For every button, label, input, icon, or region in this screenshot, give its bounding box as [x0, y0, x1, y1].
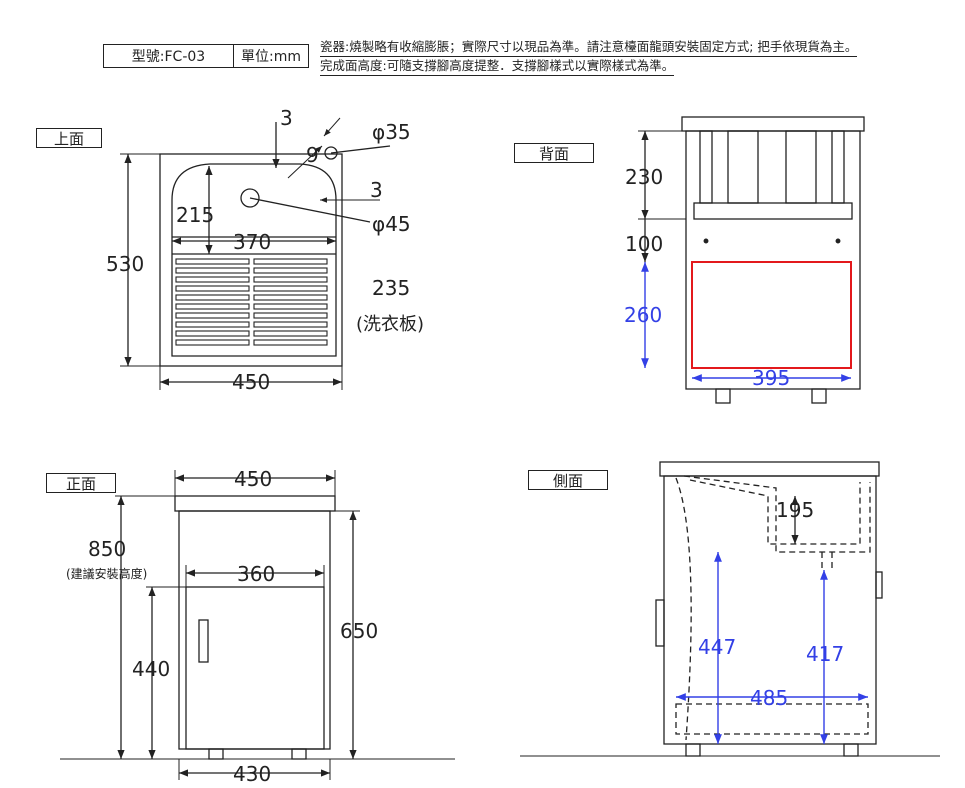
side-view — [520, 461, 940, 757]
unit-label: 單位:mm — [241, 49, 301, 65]
back-top-lip — [681, 116, 865, 132]
dim-530-label: 530 — [106, 252, 144, 276]
back-dim-labels: 230 100 260 395 — [624, 165, 790, 390]
dim-230-label: 230 — [625, 165, 663, 189]
dim-9-label: 9 — [306, 143, 319, 167]
dim-195-label: 195 — [776, 498, 814, 522]
top-dim-labels: 530 450 370 215 235 (洗衣板) 3 9 φ35 3 φ45 — [106, 106, 424, 394]
view-label-front: 正面 — [46, 473, 116, 493]
view-label-back-text: 背面 — [538, 144, 569, 163]
side-dim-labels: 195 447 417 485 — [698, 498, 844, 710]
dim-35-leader — [330, 145, 391, 154]
dim-450-label: 450 — [232, 370, 270, 394]
dim-430-label: 430 — [233, 762, 271, 786]
dim-35-label: φ35 — [372, 120, 411, 144]
view-label-side-text: 側面 — [552, 471, 583, 490]
unit-box: 單位:mm — [233, 44, 309, 68]
back-view — [638, 116, 865, 404]
top-outer-outline — [159, 153, 343, 367]
view-label-side: 側面 — [528, 470, 608, 490]
front-view — [60, 470, 455, 780]
dim-45-leader — [249, 197, 371, 223]
note-line-2: 完成面高度:可隨支撐腳高度提整．支撐腳樣式以實際樣式為準。 — [320, 57, 675, 76]
dim-850-label: 850 — [88, 537, 126, 561]
dim-650-label: 650 — [340, 619, 378, 643]
washboard-slats — [175, 258, 328, 346]
dim-3a-label: 3 — [280, 106, 293, 130]
faucet-hole — [324, 146, 338, 160]
back-blue-dims — [641, 262, 851, 382]
side-top-lip — [659, 461, 880, 477]
front-cabinet-outline — [178, 510, 331, 750]
dim-450f-label: 450 — [234, 467, 272, 491]
front-top-lip — [174, 495, 336, 512]
back-opening-highlight — [691, 261, 852, 369]
front-door — [185, 586, 325, 750]
view-label-back: 背面 — [514, 143, 594, 163]
side-hidden-lines — [675, 475, 871, 741]
top-basin-outline — [171, 163, 337, 357]
dim-215-label: 215 — [176, 203, 214, 227]
dim-370-label: 370 — [233, 230, 271, 254]
drain-hole — [240, 188, 260, 208]
dim-395-label: 395 — [752, 366, 790, 390]
front-dim-labels: 450 850 (建議安裝高度) 360 440 650 430 — [66, 467, 378, 786]
dim-3b-label: 3 — [370, 178, 383, 202]
dim-260-label: 260 — [624, 303, 662, 327]
dim-235-label: 235 — [372, 276, 410, 300]
dim-850-note: (建議安裝高度) — [66, 566, 147, 581]
dim-45-label: φ45 — [372, 212, 411, 236]
dim-447-label: 447 — [698, 635, 736, 659]
dim-485-label: 485 — [750, 686, 788, 710]
top-view — [120, 117, 391, 390]
dim-360-label: 360 — [237, 562, 275, 586]
back-cabinet-outline — [685, 130, 861, 390]
back-basin-bottom — [693, 202, 853, 220]
side-blue-dims — [676, 552, 868, 744]
view-label-top: 上面 — [36, 128, 102, 148]
washboard-label: (洗衣板) — [356, 314, 424, 335]
model-label: 型號:FC-03 — [131, 49, 206, 65]
view-label-top-text: 上面 — [53, 129, 84, 148]
dim-100-label: 100 — [625, 232, 663, 256]
dim-417-label: 417 — [806, 642, 844, 666]
door-handle — [198, 619, 209, 663]
view-label-front-text: 正面 — [65, 474, 96, 493]
notes: 瓷器:燒製略有收縮膨脹；實際尺寸以現品為準。請注意檯面龍頭安裝固定方式; 把手依… — [320, 38, 858, 76]
dim-440-label: 440 — [132, 657, 170, 681]
